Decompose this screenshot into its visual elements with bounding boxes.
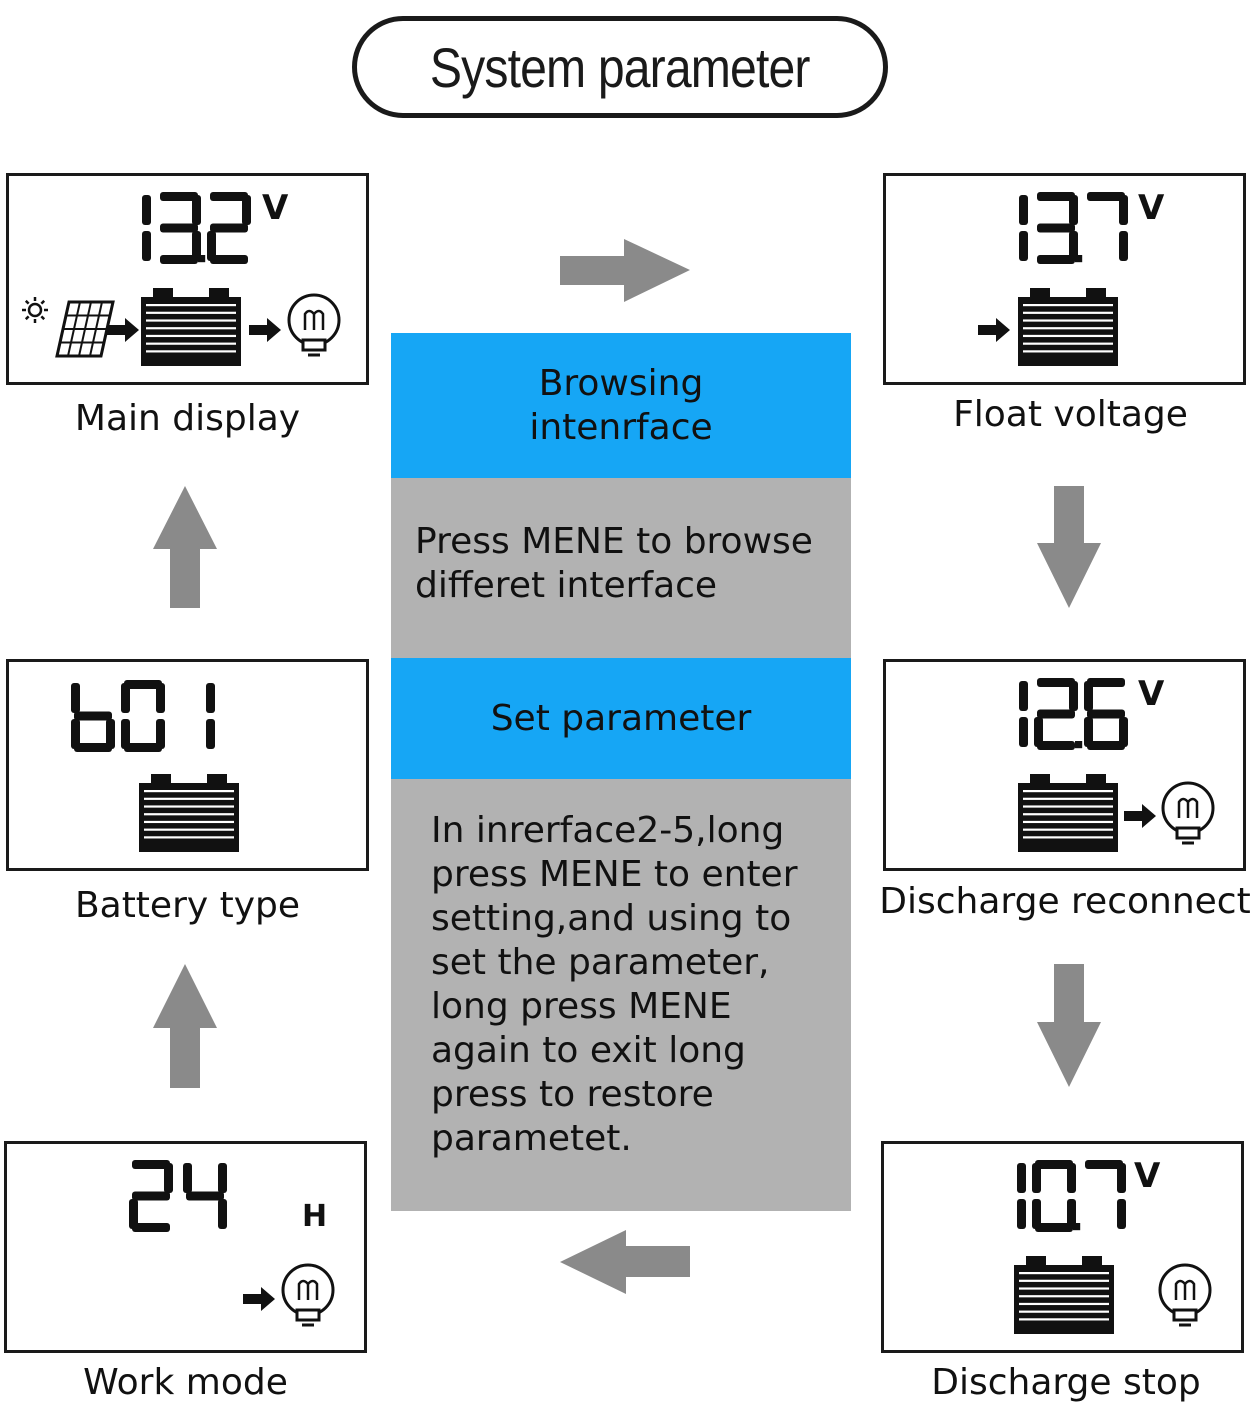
lamp-icon [287,293,341,357]
set-heading: Set parameter [490,697,752,739]
lamp-icon [1158,1263,1212,1327]
browse-heading: Browsing intenrface [529,362,713,448]
lcd-discharge-reconnect: V [883,659,1246,871]
decimal-point [1073,1223,1081,1231]
arrow-up-icon [153,964,217,1088]
arrow-up-icon [153,486,217,608]
arrow-right-icon [560,239,690,302]
battery-icon [139,774,239,852]
lcd-digit [129,1160,173,1232]
unit-label: V [262,188,289,228]
caption-float-voltage: Float voltage [953,394,1188,435]
arrow-left-icon [560,1230,690,1294]
arrow-icon [107,318,139,342]
browse-text: Press MENE to browse differet interface [415,521,813,606]
caption-work-mode: Work mode [83,1362,288,1403]
lcd-digit [1019,195,1028,261]
browse-text-box: Press MENE to browse differet interface [391,478,851,658]
lcd-work-mode: H [4,1141,367,1353]
lcd-discharge-stop: V [881,1141,1244,1353]
arrow-down-icon [1037,964,1101,1087]
unit-label: V [1138,674,1165,714]
set-text-box: In inrerface2-5,long press MENE to enter… [391,779,851,1211]
battery-icon [1018,774,1118,852]
unit-label: V [1138,188,1165,228]
lcd-digit [183,1163,227,1229]
battery-icon [1018,288,1118,366]
lcd-digit [160,192,201,264]
decimal-point [1075,255,1083,263]
caption-main-display: Main display [74,398,301,439]
arrow-down-icon [1037,486,1101,608]
browse-heading-box: Browsing intenrface [391,333,851,478]
lcd-digit [207,192,251,264]
lcd-digit [121,680,165,752]
lcd-battery-type [6,659,369,871]
set-heading-box: Set parameter [391,658,851,779]
caption-battery-type: Battery type [74,885,301,926]
arrow-icon [978,318,1010,342]
solar-panel-icon [55,300,115,358]
title-badge: System parameter [352,16,888,118]
lcd-digit [206,683,215,749]
caption-discharge-stop: Discharge stop [931,1362,1201,1403]
lcd-digit [1017,1163,1026,1229]
arrow-icon [249,318,281,342]
decimal-point [198,255,206,263]
battery-icon [1014,1256,1114,1334]
lcd-digit [1084,678,1128,750]
lcd-main-display: V [6,173,369,385]
lcd-digit [1085,1160,1126,1229]
lcd-float-voltage: V [883,173,1246,385]
caption-discharge-reconnect: Discharge reconnect [879,881,1251,922]
title-text: System parameter [430,35,811,99]
arrow-icon [1124,804,1156,828]
lamp-icon [281,1263,335,1327]
lamp-icon [1161,781,1215,845]
set-text: In inrerface2-5,long press MENE to enter… [431,810,798,1159]
decimal-point [1075,741,1083,749]
sun-icon [22,297,48,323]
lcd-digit [71,683,115,752]
lcd-digit [1032,1160,1076,1232]
unit-label: V [1134,1156,1161,1196]
lcd-digit [1019,681,1028,747]
lcd-digit [1034,678,1078,750]
arrow-icon [243,1287,275,1311]
unit-label: H [302,1199,328,1234]
lcd-digit [142,195,151,261]
lcd-digit [1037,192,1078,264]
battery-icon [141,288,241,366]
lcd-digit [1087,192,1128,261]
